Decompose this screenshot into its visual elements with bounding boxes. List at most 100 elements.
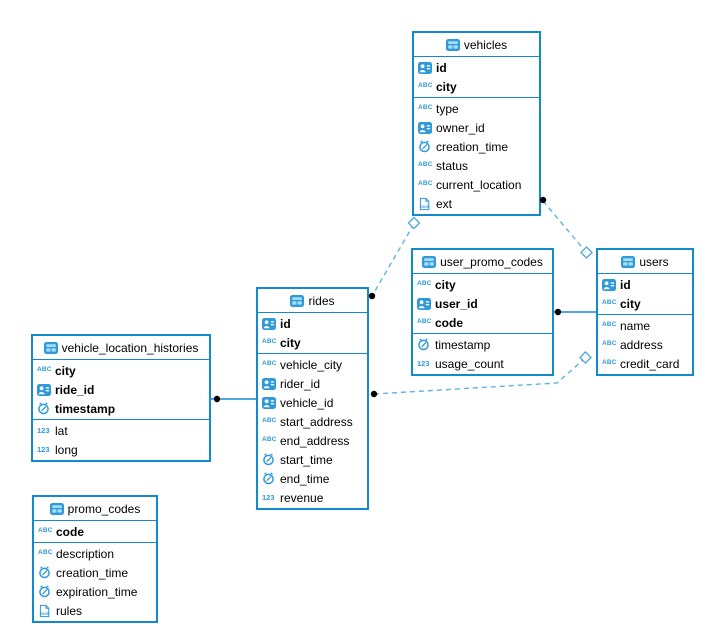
field-name: id [436,60,447,75]
table-vehicle-location-histories[interactable]: vehicle_location_histories ABC city ride… [31,334,211,462]
table-icon [422,256,436,268]
number-icon: 123 [37,425,50,435]
field-row[interactable]: ABC city [414,77,539,96]
field-name: ride_id [55,382,95,397]
field-row[interactable]: ABC city [413,275,552,294]
field-row[interactable]: start_time [258,450,367,469]
field-row[interactable]: timestamp [33,399,209,418]
field-row[interactable]: ABC name [598,316,692,335]
field-row[interactable]: rules [34,601,156,620]
table-icon [50,503,64,515]
field-row[interactable]: vehicle_id [258,393,367,412]
field-row[interactable]: ABC end_address [258,431,367,450]
clock-icon [38,585,56,598]
clock-icon [262,472,280,485]
field-row[interactable]: timestamp [413,335,552,354]
field-name: rules [56,603,83,618]
table-promo-codes[interactable]: promo_codes ABC code ABC description cre… [32,495,158,623]
field-row[interactable]: ABC city [598,294,692,313]
clock-icon [417,338,435,351]
field-row[interactable]: creation_time [34,563,156,582]
field-name: status [436,158,469,173]
field-row[interactable]: 123 lat [33,421,209,440]
abc-string-icon: ABC [38,527,53,535]
field-row[interactable]: ABC city [258,333,367,352]
id-ref-icon [418,122,436,134]
abc-string-icon: ABC [38,549,53,557]
field-name: lat [55,423,68,438]
field-name: city [436,79,457,94]
id-ref-icon [417,298,435,310]
number-icon: 123 [262,492,275,502]
field-name: type [436,101,459,116]
number-icon: 123 [37,444,50,454]
abc-string-icon: ABC [602,299,617,307]
json-icon [38,604,56,618]
field-row[interactable]: ext [414,194,539,213]
id-ref-icon [602,279,620,291]
field-row[interactable]: ABC status [414,156,539,175]
field-row[interactable]: ABC address [598,335,692,354]
field-name: credit_card [620,356,680,371]
field-row[interactable]: ABC type [414,99,539,118]
field-name: long [55,442,78,457]
field-row[interactable]: owner_id [414,118,539,137]
field-name: creation_time [56,565,129,580]
relation-vehicle-location-histories-rides[interactable] [211,395,256,403]
table-rides[interactable]: rides id ABC city ABC vehicle_city rider… [256,287,369,510]
relation-user-promo-codes-users[interactable] [554,308,596,316]
field-name: name [620,318,651,333]
table-title: user_promo_codes [440,254,543,269]
field-row[interactable]: rider_id [258,374,367,393]
table-users[interactable]: users id ABC city ABC name ABC address A… [596,248,694,376]
field-row[interactable]: end_time [258,469,367,488]
id-ref-icon [262,378,280,390]
abc-string-icon: ABC [602,340,617,348]
field-name: user_id [435,296,478,311]
table-user-promo-codes[interactable]: user_promo_codes ABC city user_id ABC co… [411,248,554,376]
abc-string-icon: ABC [262,436,277,444]
table-icon [446,39,460,51]
field-name: end_time [280,471,330,486]
table-vehicles[interactable]: vehicles id ABC city ABC type owner_id [412,31,541,216]
field-row[interactable]: user_id [413,294,552,313]
field-name: current_location [436,177,522,192]
field-row[interactable]: ABC description [34,544,156,563]
table-vehicles-header[interactable]: vehicles [414,33,539,57]
field-name: city [280,335,301,350]
field-row[interactable]: creation_time [414,137,539,156]
field-name: usage_count [435,356,504,371]
field-row[interactable]: ABC credit_card [598,354,692,373]
field-row[interactable]: id [598,275,692,294]
table-title: rides [308,293,335,308]
field-name: city [435,277,456,292]
table-user-promo-codes-header[interactable]: user_promo_codes [413,250,552,274]
clock-icon [418,140,436,153]
table-rides-header[interactable]: rides [258,289,367,313]
field-name: start_time [280,452,333,467]
field-row[interactable]: id [414,58,539,77]
field-row[interactable]: 123 revenue [258,488,367,507]
field-name: expiration_time [56,584,138,599]
clock-icon [38,566,56,579]
field-row[interactable]: ABC code [34,522,156,541]
field-row[interactable]: ABC code [413,313,552,332]
field-name: owner_id [436,120,485,135]
table-promo-codes-header[interactable]: promo_codes [34,497,156,521]
field-row[interactable]: ABC vehicle_city [258,355,367,374]
field-row[interactable]: id [258,314,367,333]
field-row[interactable]: 123 long [33,440,209,459]
abc-string-icon: ABC [418,82,433,90]
field-name: description [56,546,115,561]
table-title: vehicles [463,37,508,52]
field-row[interactable]: ABC start_address [258,412,367,431]
table-vehicle-location-histories-header[interactable]: vehicle_location_histories [33,336,209,360]
field-row[interactable]: 123 usage_count [413,354,552,373]
table-users-header[interactable]: users [598,250,692,274]
clock-icon [262,453,280,466]
field-row[interactable]: ABC city [33,361,209,380]
field-row[interactable]: expiration_time [34,582,156,601]
field-row[interactable]: ride_id [33,380,209,399]
field-row[interactable]: ABC current_location [414,175,539,194]
